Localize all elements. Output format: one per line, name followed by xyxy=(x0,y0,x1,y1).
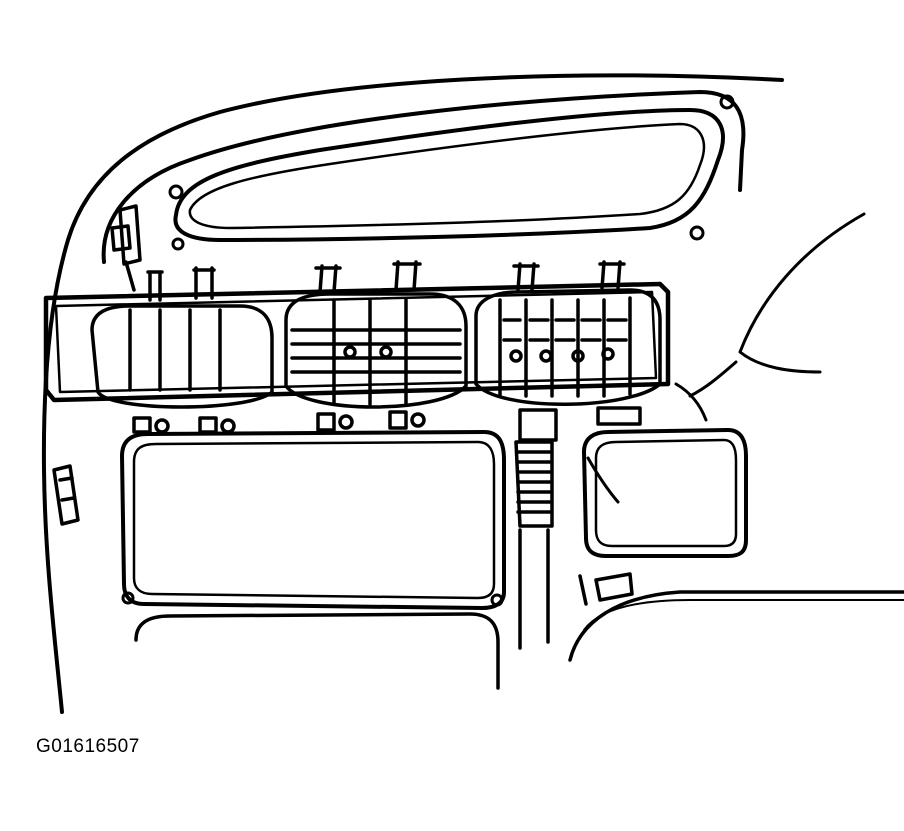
wiring-harness xyxy=(514,408,558,650)
connector-3 xyxy=(474,260,662,426)
connector-holder xyxy=(43,281,671,403)
lower-panel xyxy=(134,590,904,690)
figure-id-label: G01616507 xyxy=(36,736,140,757)
connector-2 xyxy=(284,260,468,432)
lower-right-opening xyxy=(582,428,748,558)
connector-1 xyxy=(90,266,274,434)
upper-opening xyxy=(168,94,735,251)
steering-column-outline xyxy=(674,212,866,422)
lower-clip xyxy=(578,572,634,606)
dashboard-outline xyxy=(41,73,784,714)
side-clip xyxy=(52,464,80,526)
lower-left-opening xyxy=(120,430,506,610)
mounting-bracket xyxy=(110,204,142,292)
